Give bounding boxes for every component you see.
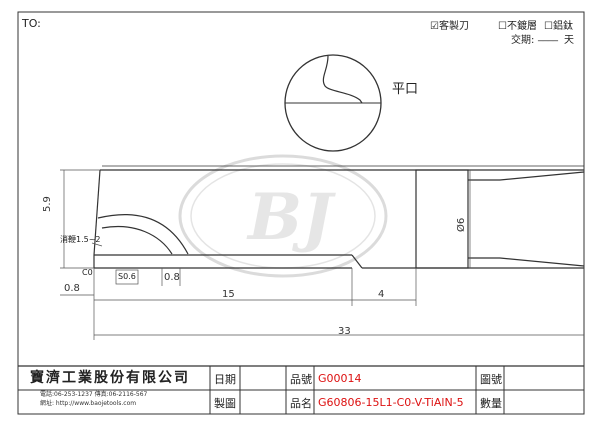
part-name-value: G60806-15L1-C0-V-TiAlN-5 — [318, 396, 464, 409]
delivery-blank[interactable]: ____ — [538, 31, 558, 42]
tool-outline — [93, 165, 585, 269]
altin-option[interactable]: ☐鋁鈦 — [544, 21, 573, 32]
to-label: TO: — [22, 17, 41, 30]
part-no-value: G00014 — [318, 372, 362, 385]
dim-height: 5.9 — [42, 196, 53, 212]
custom-option[interactable]: ☑客製刀 — [430, 21, 469, 32]
drawing-no-label: 圖號 — [480, 373, 502, 386]
delivery-unit: 天 — [564, 35, 574, 46]
title-block-grid — [18, 366, 584, 414]
company-name: 寶濟工業股份有限公司 — [30, 370, 190, 386]
no-coating-option[interactable]: ☐不鍍層 — [498, 21, 537, 32]
dimension-lines — [60, 169, 584, 340]
dim-length-15: 15 — [222, 289, 235, 300]
qty-label: 數量 — [480, 397, 502, 410]
dim-note: 消鞭1.5~2 — [60, 235, 101, 244]
flat-label: 平口 — [392, 82, 419, 97]
dim-chamfer: C0 — [82, 268, 93, 277]
delivery-label: 交期: — [511, 35, 535, 46]
watermark-logo-text: BJ — [248, 180, 333, 255]
dim-tip-gap: 0.8 — [164, 272, 180, 283]
dim-length-4: 4 — [378, 289, 385, 300]
part-name-label: 品名 — [290, 397, 312, 410]
dim-shank-dia: Ø6 — [456, 217, 467, 232]
detail-circle — [284, 54, 382, 152]
company-web[interactable]: 網址: http://www.baojetools.com — [40, 400, 137, 407]
draw-label: 製圖 — [214, 397, 236, 410]
drawing-frame — [17, 11, 585, 415]
dim-s-width: S0.6 — [118, 272, 136, 281]
date-label: 日期 — [214, 373, 236, 386]
part-no-label: 品號 — [290, 373, 312, 386]
company-phone: 電話:06-253-1237 傳真:06-2116-567 — [40, 391, 148, 398]
dim-total: 33 — [338, 326, 351, 337]
dim-left-gap: 0.8 — [64, 283, 80, 294]
